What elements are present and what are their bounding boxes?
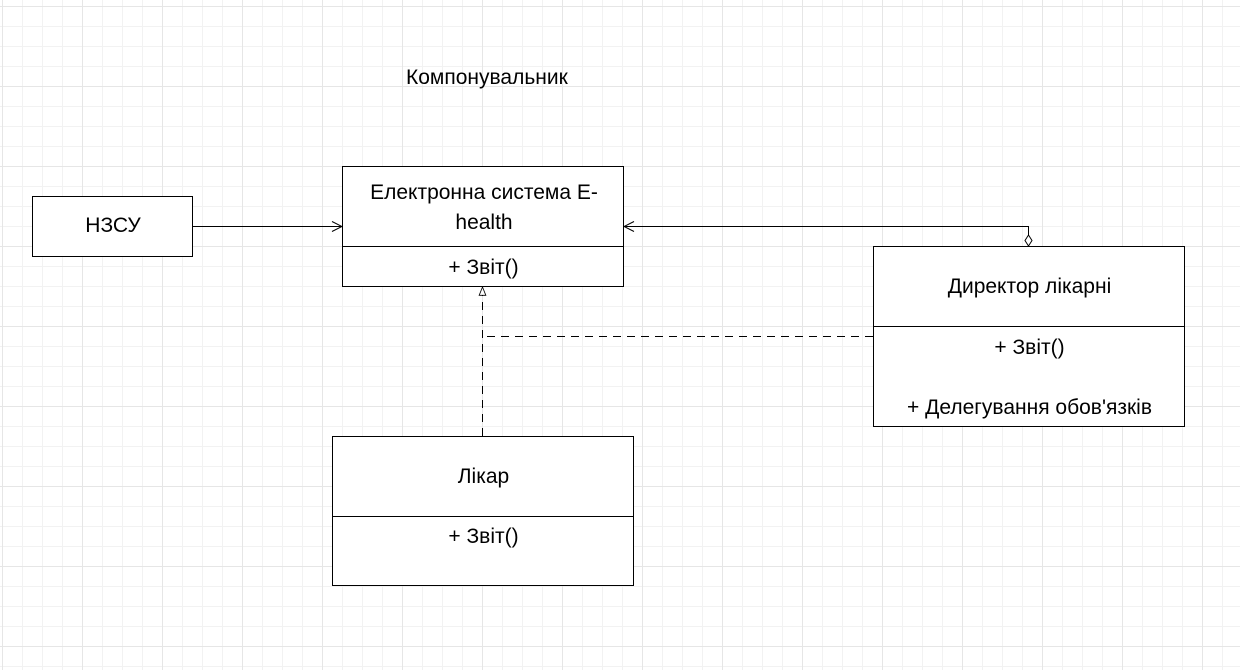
director-aggregation-edge[interactable] — [624, 227, 1029, 241]
aggregation-diamond — [1024, 234, 1033, 247]
ehealth-class-name: Електронна система E-health — [370, 181, 598, 234]
ehealth-class-box[interactable] — [342, 166, 624, 287]
nszu-class-name: НЗСУ — [85, 214, 141, 237]
ehealth-method-report: + Звіт() — [448, 256, 519, 279]
director-class-name: Директор лікарні — [947, 275, 1112, 298]
director-method-delegation: + Делегування обов'язків — [907, 396, 1152, 419]
doctor-class-name: Лікар — [457, 465, 510, 488]
doctor-class-box[interactable] — [332, 436, 634, 586]
director-method-report: + Звіт() — [994, 336, 1065, 359]
director-class-box[interactable] — [873, 246, 1185, 427]
nszu-class-box[interactable] — [32, 196, 193, 257]
doctor-method-report: + Звіт() — [448, 525, 519, 548]
diagram-title: Компонувальник — [406, 66, 568, 89]
